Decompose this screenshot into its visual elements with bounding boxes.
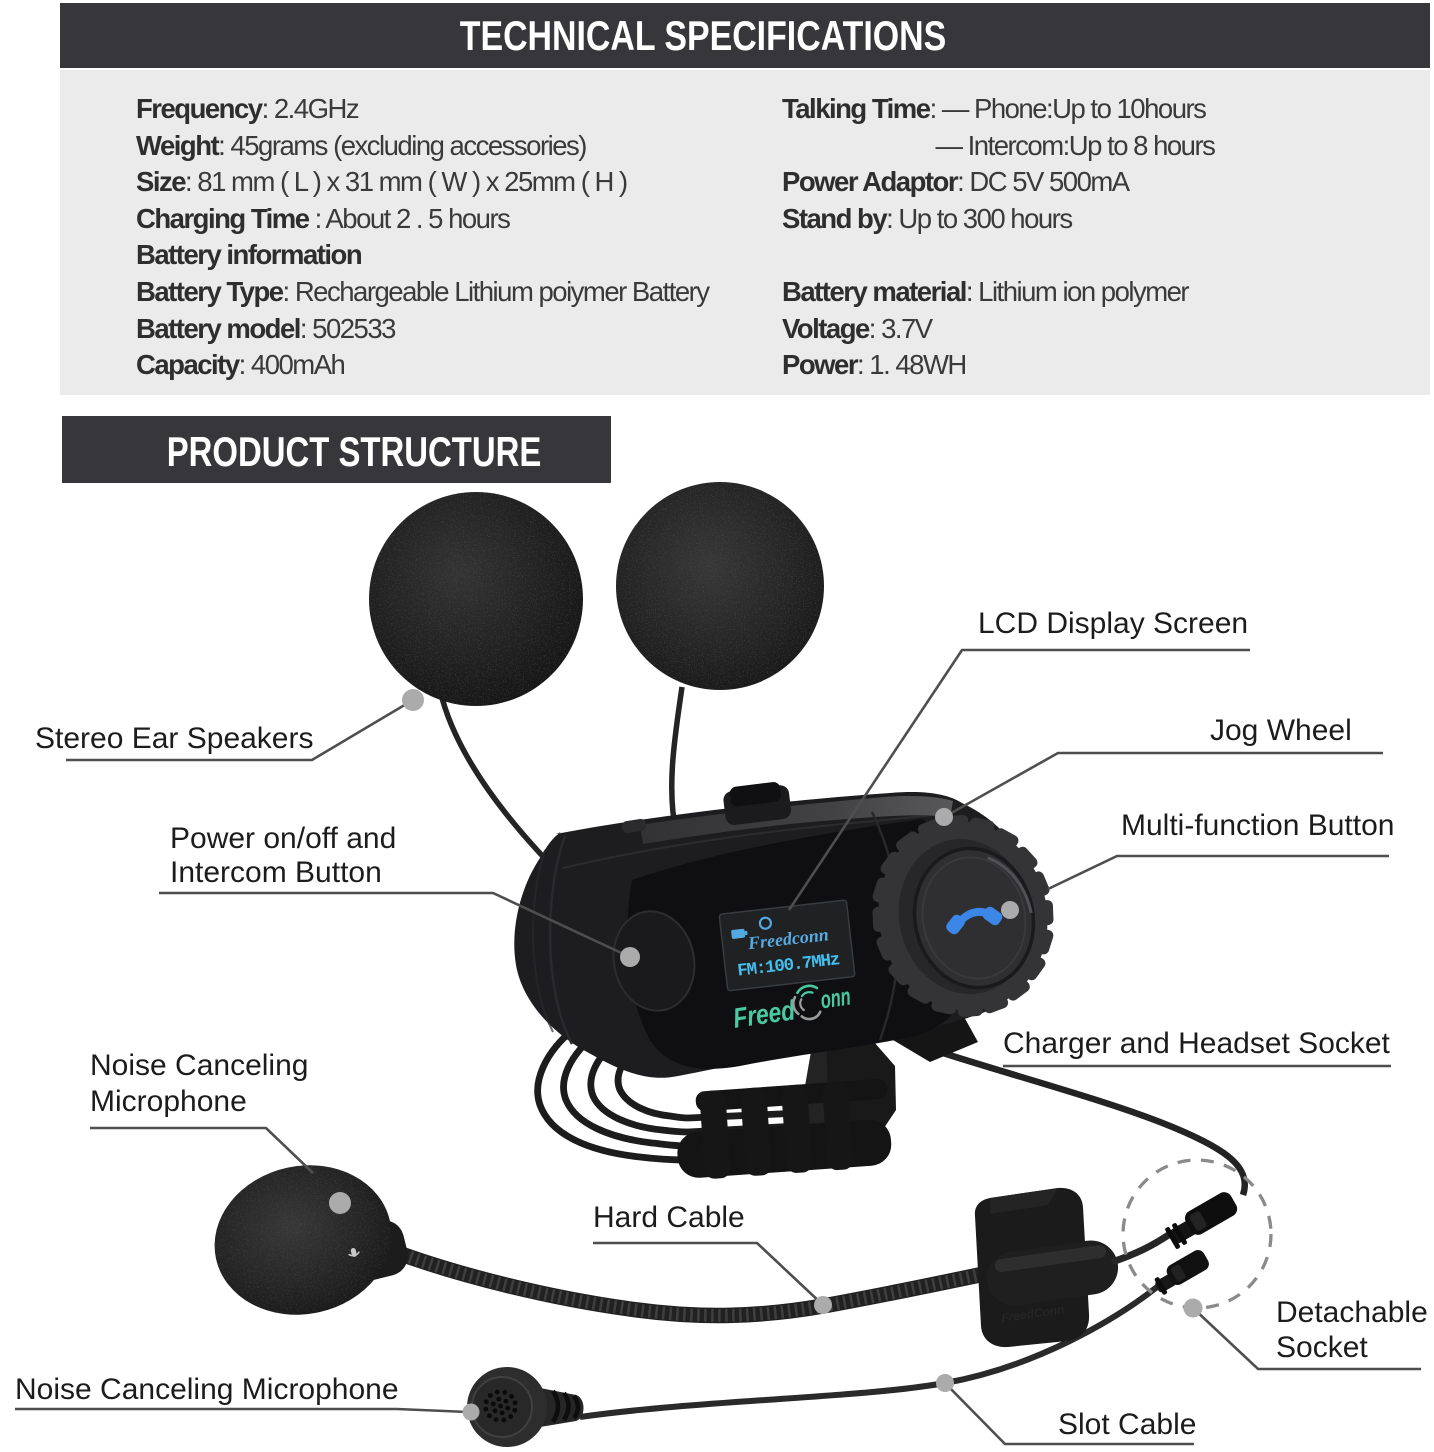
svg-text:onn: onn [819, 983, 853, 1015]
